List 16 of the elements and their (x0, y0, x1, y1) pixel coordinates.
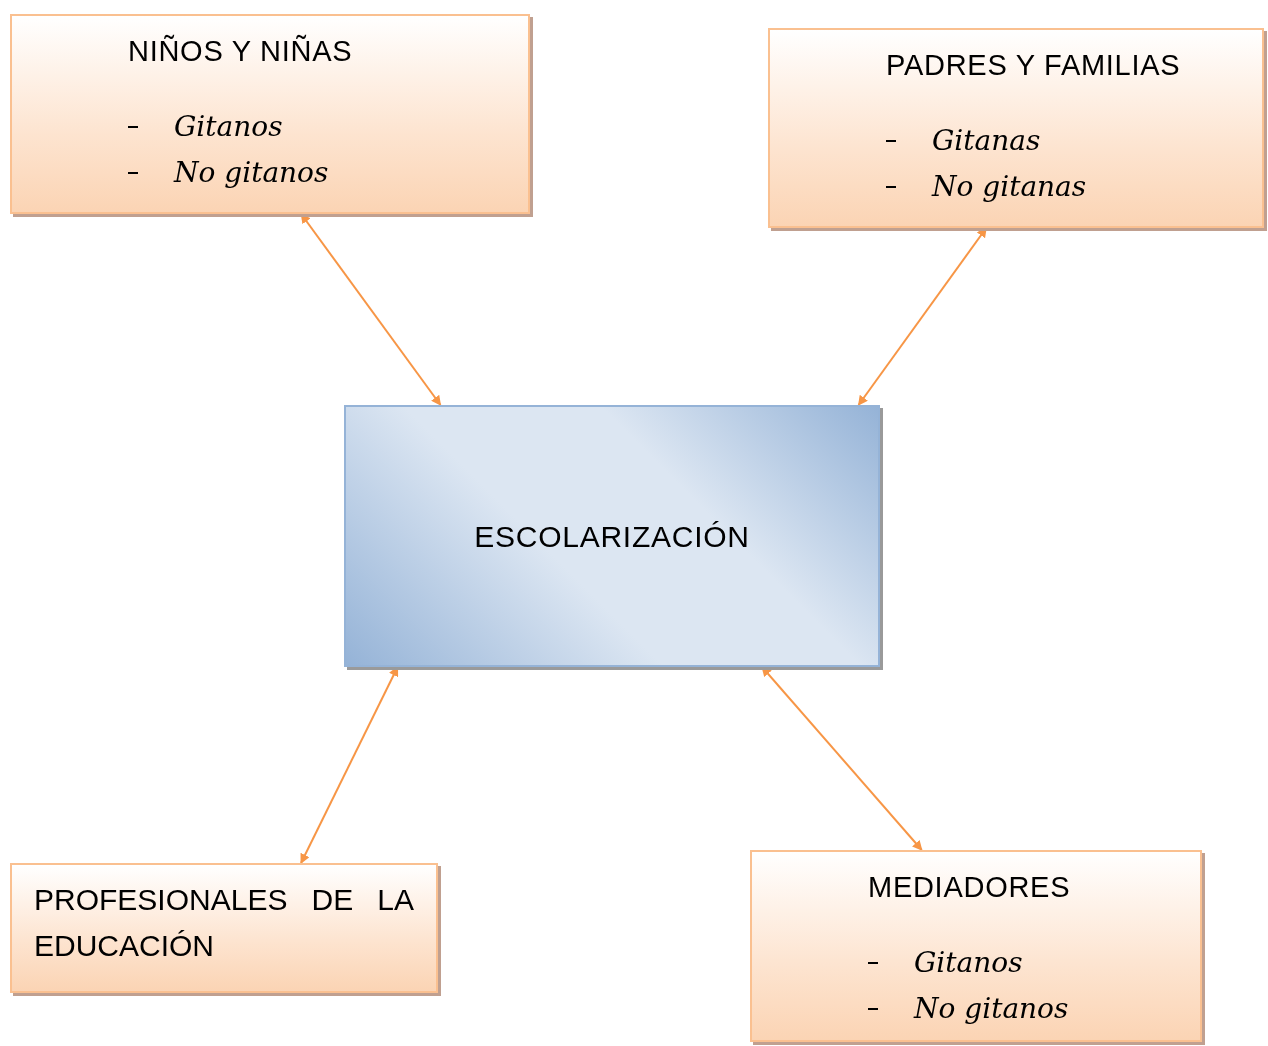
group-box (10, 14, 530, 214)
node-title: NIÑOS Y NIÑAS (127, 33, 354, 69)
group-box (768, 28, 1264, 228)
list-item: Gitanos (174, 108, 283, 145)
list-item: Gitanas (932, 122, 1041, 159)
list-item: Gitanos (914, 944, 1023, 981)
group-box (10, 863, 438, 993)
list-item: No gitanos (174, 154, 329, 191)
node-title: PADRES Y FAMILIAS (885, 48, 1182, 83)
list-item: No gitanas (932, 168, 1087, 205)
node-title: PROFESIONALES DE LA EDUCACIÓN (34, 882, 414, 964)
node-title: MEDIADORES (867, 870, 1072, 905)
central-box (344, 405, 880, 667)
node-title: ESCOLARIZACIÓN (474, 518, 750, 555)
group-box (750, 850, 1202, 1042)
list-item: No gitanos (914, 990, 1069, 1027)
